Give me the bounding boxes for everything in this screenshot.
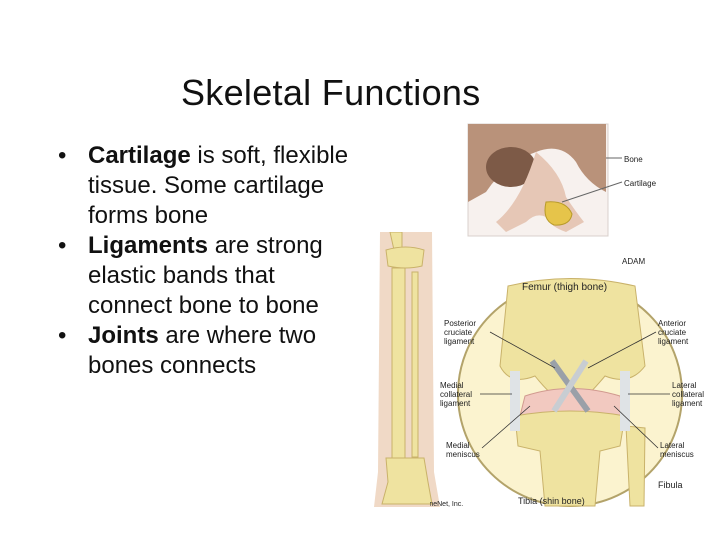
knee-joint-diagram: Femur (thigh bone) Posterior cruciate li… xyxy=(430,278,704,508)
slide-title: Skeletal Functions xyxy=(181,72,481,113)
nasal-cartilage xyxy=(544,201,573,226)
bullet-text: are where two bones connects xyxy=(88,322,317,379)
medial-collateral-label-2: collateral xyxy=(440,390,472,399)
lateral-meniscus-label-1: Lateral xyxy=(660,441,685,450)
cartilage-label: Cartilage xyxy=(624,179,657,188)
femur-condyles xyxy=(499,278,646,407)
posterior-leader xyxy=(489,331,556,369)
bullet-text: are strong elastic bands that connect bo… xyxy=(88,232,323,319)
medial-collateral-label-1: Medial xyxy=(440,381,464,390)
bullet-text: is soft, flexible tissue. Some cartilage… xyxy=(88,142,349,229)
tibia-bone xyxy=(391,267,406,459)
bullet-list: • Cartilage is soft, flexible tissue. So… xyxy=(58,141,358,381)
cartilage-leader-line xyxy=(561,181,623,203)
knee-joint xyxy=(385,246,425,269)
nose-cartilage-illustration: Bone Cartilage ADAM xyxy=(467,123,657,266)
lateral-collateral-band xyxy=(620,371,630,431)
posterior-label-1: Posterior xyxy=(444,319,476,328)
leg-bones-illustration xyxy=(374,232,440,507)
fibula-bone xyxy=(411,271,419,458)
medial-meniscus-label-2: meniscus xyxy=(446,450,480,459)
lateral-meniscus-leader xyxy=(613,405,659,449)
adam-credit: ADAM xyxy=(622,257,645,266)
bullet-joints: • Joints are where two bones connects xyxy=(58,321,358,381)
bullet-term: Cartilage xyxy=(88,142,191,169)
tibia-label: Tibia (shin bone) xyxy=(518,496,585,506)
fibula-head xyxy=(625,425,646,507)
bullet-cartilage: • Cartilage is soft, flexible tissue. So… xyxy=(58,141,358,231)
skull-shape xyxy=(468,124,606,202)
anterior-leader xyxy=(587,331,657,369)
bullet-dot: • xyxy=(58,232,67,259)
cruciate-ligament-b xyxy=(551,359,589,413)
fibula-label: Fibula xyxy=(658,480,683,490)
lateral-meniscus-label-2: meniscus xyxy=(660,450,694,459)
medial-meniscus-leader xyxy=(481,405,531,449)
anterior-label-2: cruciate xyxy=(658,328,687,337)
foot-bones xyxy=(381,457,433,505)
medial-collateral-label-3: ligament xyxy=(440,399,471,408)
medicinenet-credit: © MedicineNet, Inc. xyxy=(430,500,463,508)
lateral-collateral-label-2: collateral xyxy=(672,390,704,399)
anterior-label-1: Anterior xyxy=(658,319,686,328)
tibia-plateau xyxy=(514,410,626,507)
bullet-term: Ligaments xyxy=(88,232,209,259)
femur-label: Femur (thigh bone) xyxy=(522,282,607,293)
bone-label: Bone xyxy=(624,155,643,164)
bullet-ligaments: • Ligaments are strong elastic bands tha… xyxy=(58,231,358,321)
posterior-label-2: cruciate xyxy=(444,328,473,337)
leg-skin xyxy=(374,232,440,507)
medial-collateral-band xyxy=(510,371,520,431)
eye-socket xyxy=(486,147,536,187)
posterior-label-3: ligament xyxy=(444,337,475,346)
anterior-label-3: ligament xyxy=(658,337,689,346)
lateral-collateral-label-3: ligament xyxy=(672,399,703,408)
lateral-collateral-label-1: Lateral xyxy=(672,381,697,390)
bullet-dot: • xyxy=(58,142,67,169)
medial-meniscus-label-1: Medial xyxy=(446,441,470,450)
bullet-dot: • xyxy=(58,322,67,349)
bullet-term: Joints xyxy=(88,322,159,349)
